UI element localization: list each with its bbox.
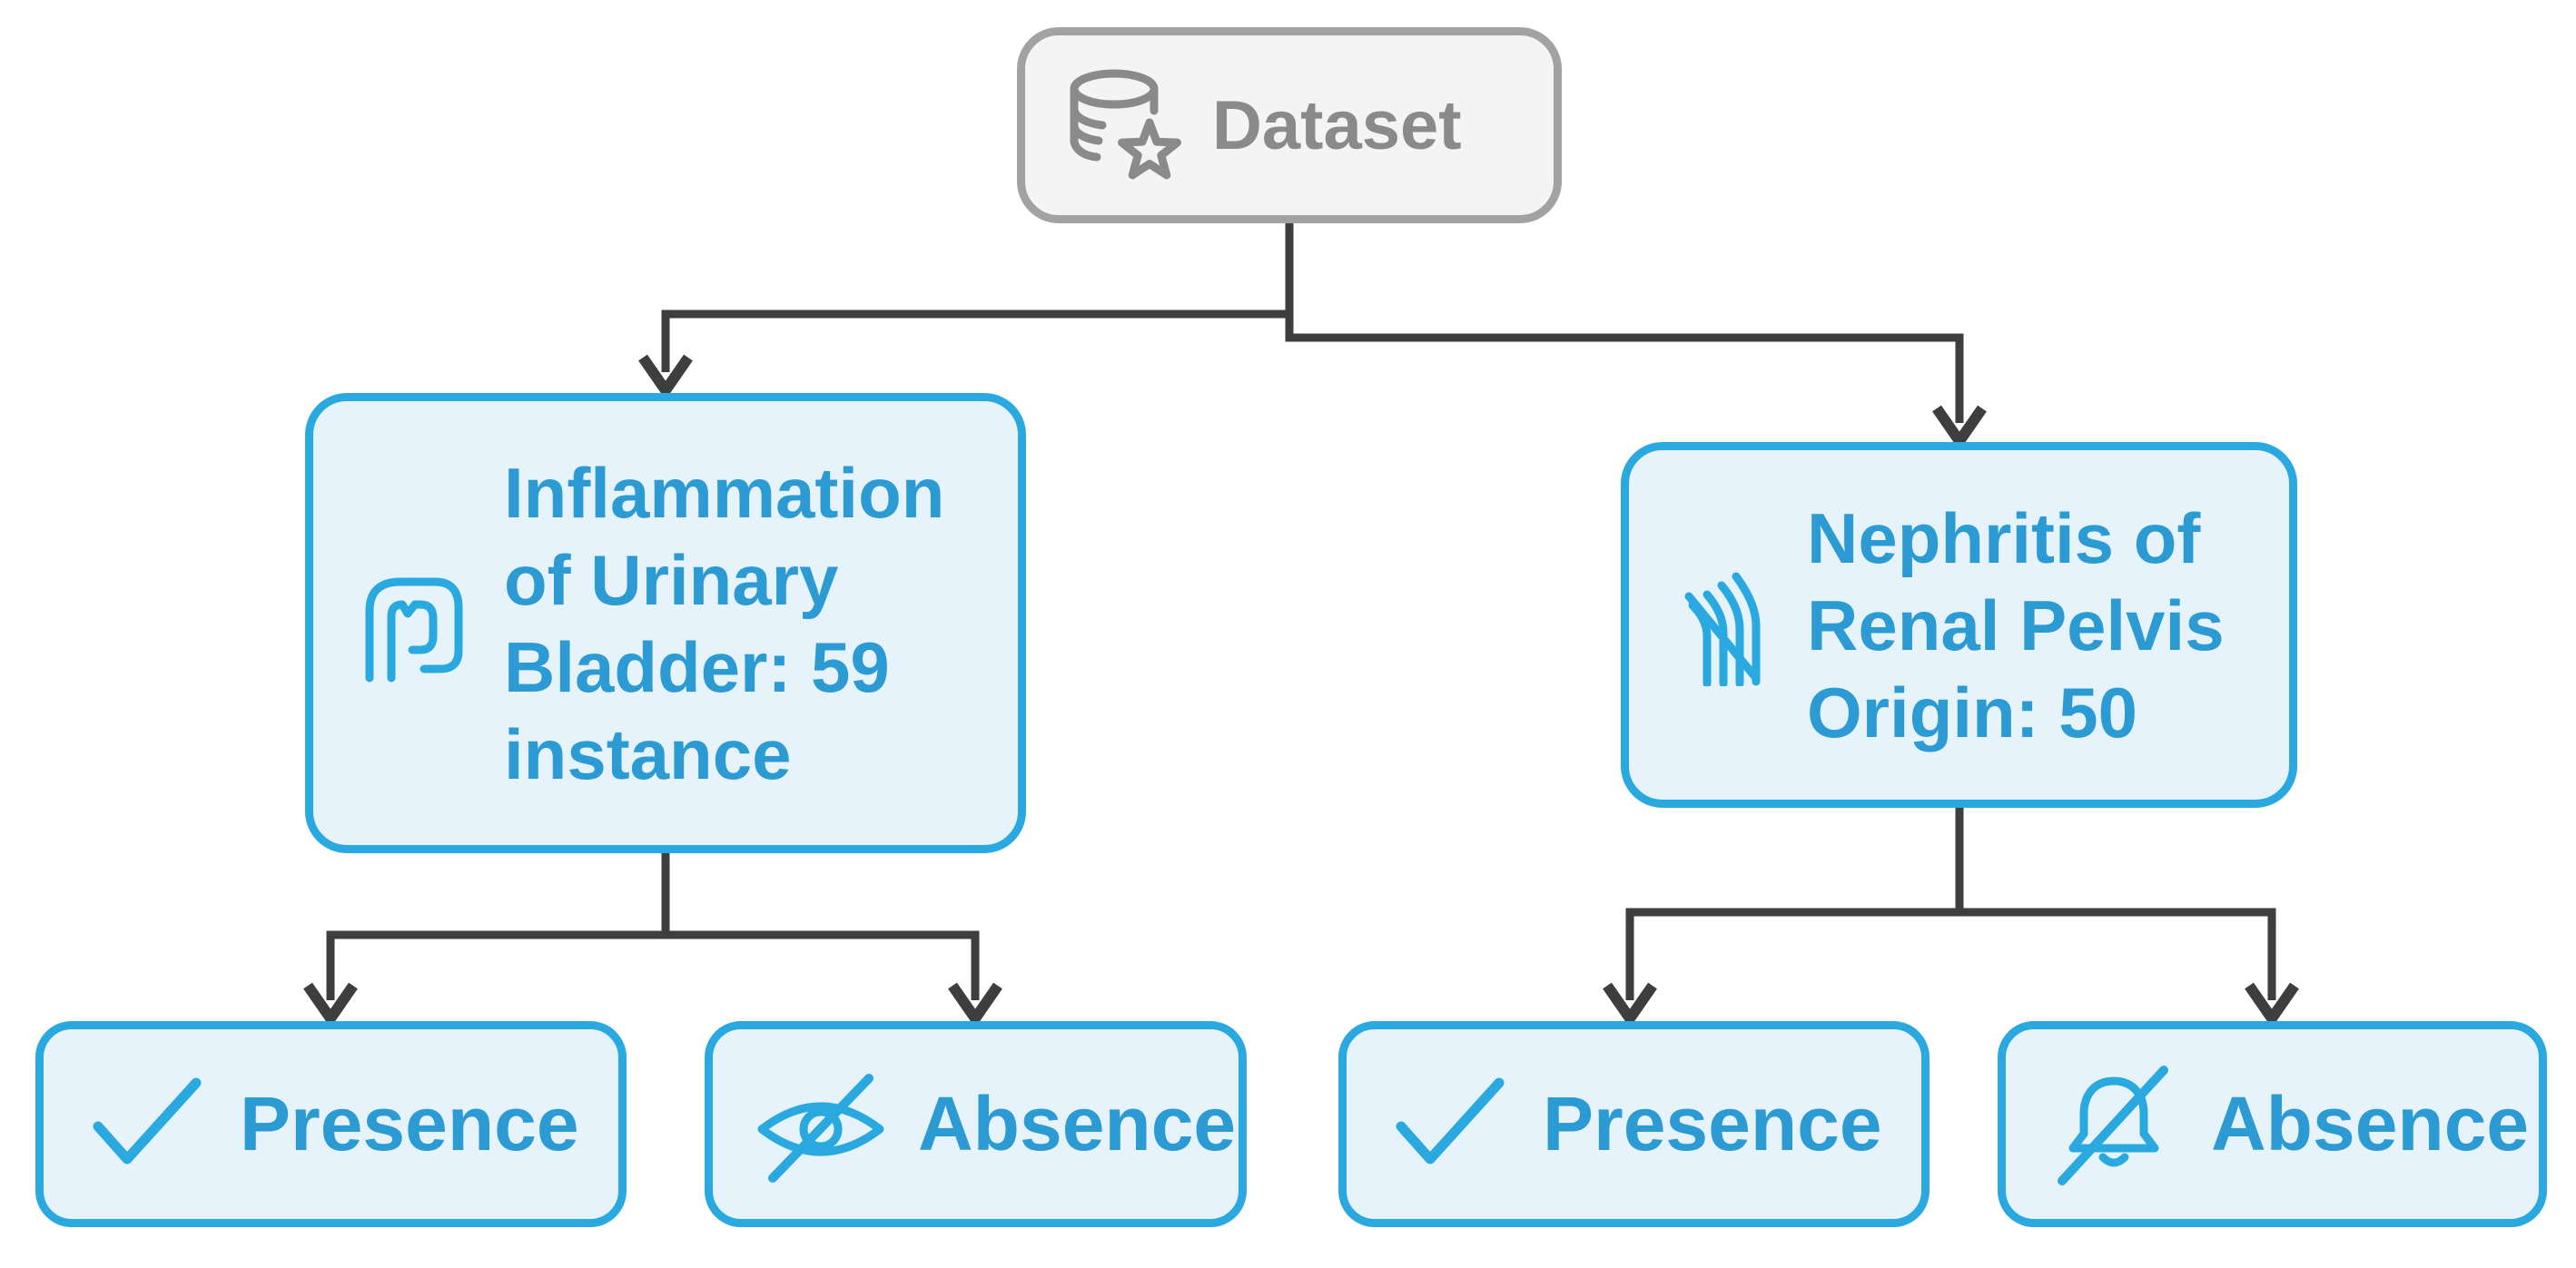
check-icon (93, 1077, 202, 1164)
database-star-icon (1070, 69, 1181, 180)
leaf-label: Absence (2211, 1081, 2530, 1166)
label-line: Nephritis of (1807, 497, 2201, 578)
eye-slash-icon (757, 1073, 884, 1183)
label-line: instance (504, 713, 792, 794)
connector-root-to-left (661, 221, 1294, 372)
arrowhead (638, 354, 693, 400)
kidney-strands-icon (1684, 572, 1761, 686)
node-dataset: Dataset (1017, 27, 1562, 223)
arrowhead (303, 982, 358, 1028)
arrowhead (2245, 982, 2299, 1028)
node-nephritis-absence: Absence (1998, 1021, 2547, 1227)
connector-left-fork (326, 930, 980, 1000)
leaf-label: Presence (1543, 1081, 1882, 1166)
node-nephritis-presence: Presence (1338, 1021, 1930, 1227)
node-dataset-label: Dataset (1212, 86, 1462, 164)
arrowhead (1932, 405, 1987, 451)
label-line: Renal Pelvis (1807, 585, 2225, 665)
label-line: of Urinary (504, 539, 839, 620)
leaf-label: Presence (240, 1081, 579, 1166)
label-line: Origin: 50 (1807, 672, 2138, 752)
leaf-label: Absence (918, 1081, 1237, 1166)
connector-root-to-right (1285, 314, 1964, 423)
intestine-icon (365, 577, 463, 682)
node-nephritis-of-renal-pelvis: Nephritis of Renal Pelvis Origin: 50 (1621, 442, 2297, 808)
node-bladder-presence: Presence (35, 1021, 627, 1227)
arrowhead (1603, 982, 1657, 1028)
node-nephritis-label: Nephritis of Renal Pelvis Origin: 50 (1807, 495, 2225, 756)
check-icon (1396, 1077, 1505, 1164)
node-inflammation-of-urinary-bladder: Inflammation of Urinary Bladder: 59 inst… (305, 393, 1026, 853)
bell-slash-icon (2058, 1065, 2168, 1185)
node-inflammation-label: Inflammation of Urinary Bladder: 59 inst… (504, 449, 944, 798)
label-line: Bladder: 59 (504, 626, 890, 707)
node-bladder-absence: Absence (705, 1021, 1247, 1227)
connector-right-fork (1625, 908, 2276, 1000)
label-line: Inflammation (504, 452, 945, 533)
arrowhead (948, 982, 1002, 1028)
